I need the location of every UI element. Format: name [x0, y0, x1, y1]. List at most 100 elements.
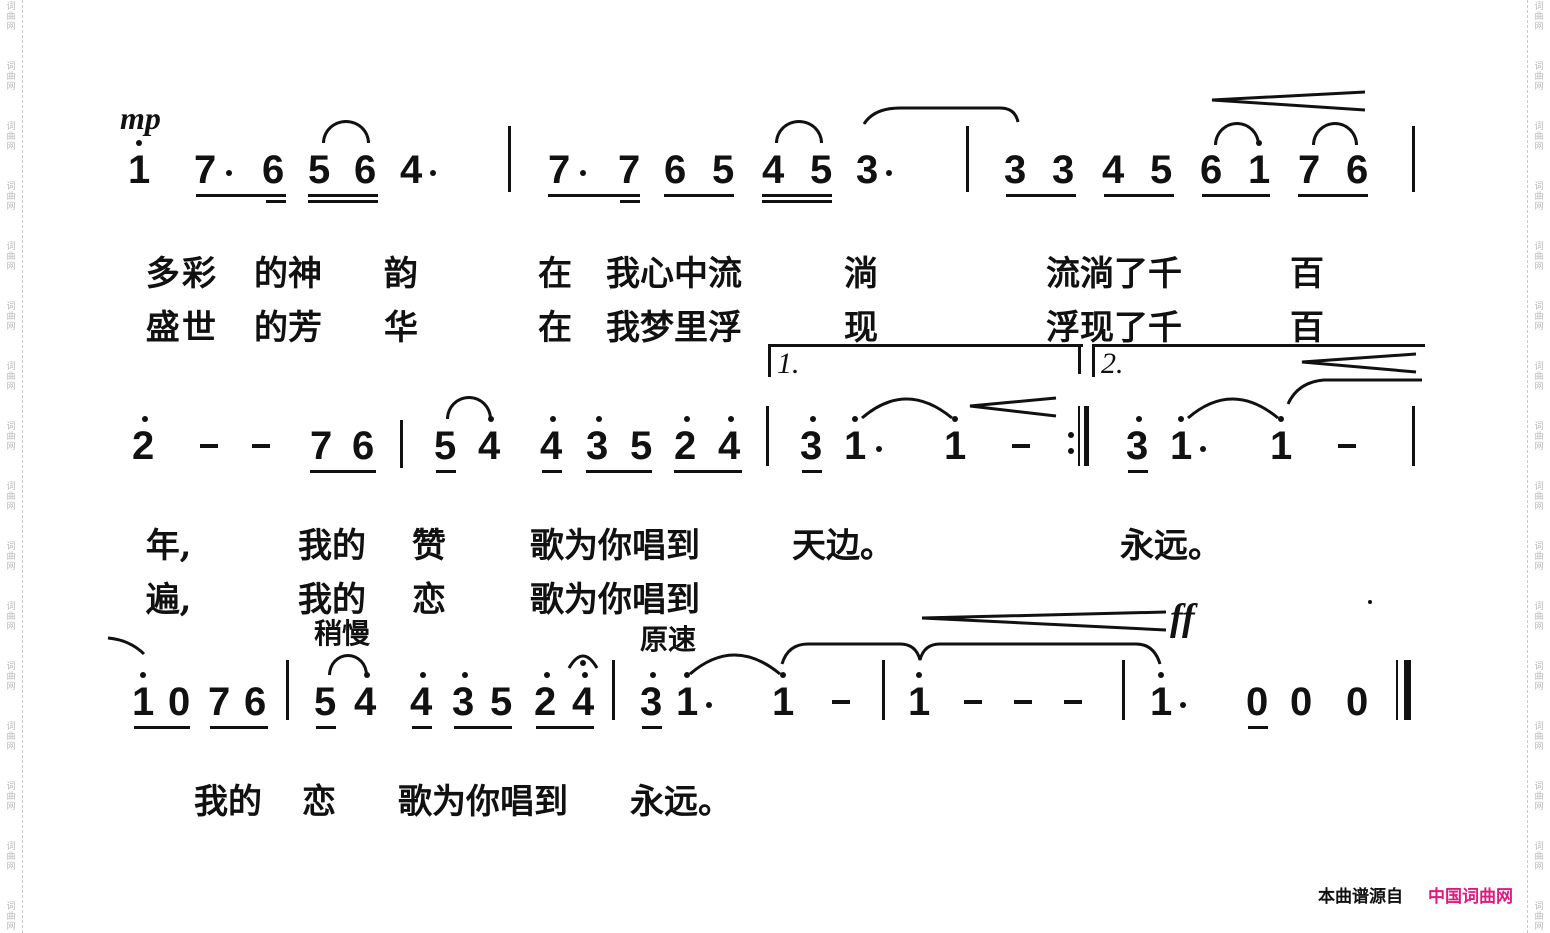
underline — [310, 470, 376, 473]
underline — [642, 726, 662, 729]
note: 4 — [410, 680, 433, 724]
octave-dot — [780, 672, 786, 678]
note: 1 — [1150, 680, 1173, 724]
note: 6 — [262, 148, 285, 192]
phrase-slur — [862, 106, 1020, 125]
note: 3 — [640, 680, 663, 724]
augmentation-dot — [706, 702, 712, 708]
site-name-link[interactable]: 中国词曲网 — [1428, 887, 1513, 907]
underline — [548, 194, 640, 197]
note: 1 — [1270, 424, 1293, 468]
note: 5 — [712, 148, 735, 192]
augmentation-dot — [876, 446, 882, 452]
tie — [446, 396, 492, 419]
tempo-marking-slower: 稍慢 — [314, 617, 371, 650]
octave-dot — [952, 416, 958, 422]
barline — [612, 660, 615, 720]
decrescendo-hairpin — [1301, 352, 1417, 374]
octave-dot — [136, 140, 142, 146]
tie — [322, 120, 370, 143]
note: 3 — [856, 148, 879, 192]
underline — [266, 200, 286, 203]
stray-dot — [1368, 600, 1372, 604]
octave-dot — [420, 672, 426, 678]
underline — [196, 194, 286, 197]
octave-dot — [550, 416, 556, 422]
note: 6 — [352, 424, 375, 468]
underline — [674, 470, 742, 473]
lyrics-line2-verse1: 年,我的赞歌为你唱到天边。永远。 — [145, 526, 1222, 566]
note: 7 — [194, 148, 217, 192]
note: 7 — [1298, 148, 1321, 192]
watermark-left: 词曲网词曲网词曲网词曲网词曲网词曲网词曲网词曲网词曲网词曲网词曲网词曲网词曲网词… — [0, 0, 23, 933]
final-barline-thin — [1396, 660, 1398, 720]
note: 4 — [400, 148, 423, 192]
underline — [1128, 470, 1148, 473]
underline — [316, 726, 336, 729]
volta-2: 2. — [1092, 344, 1425, 380]
source-label: 本曲谱源自 — [1318, 887, 1403, 907]
augmentation-dot — [226, 170, 232, 176]
repeat-dot — [1068, 432, 1074, 438]
note: 3 — [586, 424, 609, 468]
note: 1 — [772, 680, 795, 724]
dynamic-ff: ff — [1170, 597, 1195, 639]
octave-dot — [728, 416, 734, 422]
lyrics-line1-verse1: 多彩的神韵在我心中流淌流淌了千百 — [145, 254, 1324, 294]
underline — [1202, 194, 1270, 197]
underline — [134, 726, 190, 729]
fermata-icon — [567, 654, 599, 669]
volta-1-end — [1078, 344, 1081, 374]
octave-dot — [596, 416, 602, 422]
note: 6 — [1200, 148, 1223, 192]
note: 1 — [844, 424, 867, 468]
note: 4 — [718, 424, 741, 468]
note: 4 — [1102, 148, 1125, 192]
underline — [586, 470, 652, 473]
repeat-dot — [1068, 448, 1074, 454]
octave-dot — [462, 672, 468, 678]
barline — [766, 406, 769, 466]
slur — [861, 397, 953, 420]
lyrics-line1-verse2: 盛世的芳华在我梦里浮现浮现了千百 — [145, 308, 1324, 348]
note: 1 — [944, 424, 967, 468]
note: 1 — [1248, 148, 1271, 192]
note: 7 — [208, 680, 231, 724]
underline — [454, 726, 512, 729]
tie — [1312, 122, 1358, 145]
augmentation-dot — [430, 170, 436, 176]
barline — [1412, 406, 1415, 466]
octave-dot — [140, 672, 146, 678]
underline — [762, 194, 832, 197]
dash — [200, 444, 218, 448]
watermark-right: 词曲网词曲网词曲网词曲网词曲网词曲网词曲网词曲网词曲网词曲网词曲网词曲网词曲网词… — [1527, 0, 1550, 933]
note: 3 — [800, 424, 823, 468]
underline — [1104, 194, 1174, 197]
dash — [1014, 700, 1032, 704]
note: 6 — [244, 680, 267, 724]
underline — [1298, 194, 1368, 197]
underline — [542, 470, 562, 473]
note: 3 — [1052, 148, 1075, 192]
dash — [1338, 444, 1356, 448]
barline — [1412, 126, 1415, 192]
note: 5 — [490, 680, 513, 724]
decrescendo-hairpin — [969, 396, 1057, 418]
underline — [308, 194, 378, 197]
note: 3 — [1004, 148, 1027, 192]
octave-dot — [544, 672, 550, 678]
note: 0 — [168, 680, 191, 724]
octave-dot — [1278, 416, 1284, 422]
lyrics-line3: 我的恋歌为你唱到永远。 — [194, 782, 732, 822]
barline — [508, 126, 511, 192]
underline — [436, 470, 456, 473]
augmentation-dot — [1200, 446, 1206, 452]
note: 4 — [540, 424, 563, 468]
barline — [400, 420, 403, 468]
note: 7 — [618, 148, 641, 192]
slur — [1187, 397, 1279, 420]
dash — [1012, 444, 1030, 448]
tempo-marking-original: 原速 — [640, 623, 697, 656]
octave-dot — [142, 416, 148, 422]
note: 5 — [810, 148, 833, 192]
